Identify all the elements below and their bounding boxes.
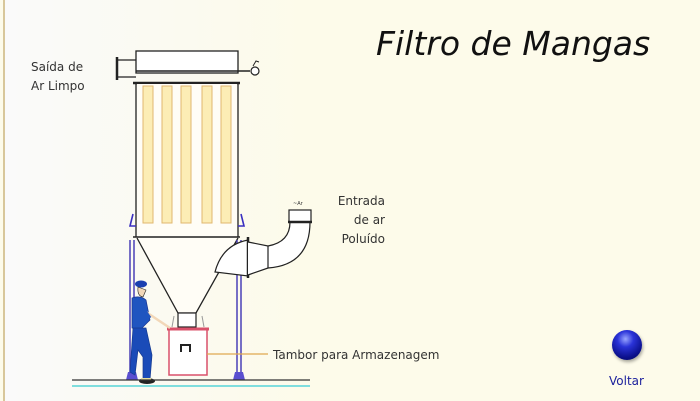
- hopper: [133, 236, 240, 328]
- label-clean-air-outlet: Saída de Ar Limpo: [31, 60, 85, 93]
- label-polluted-air-inlet: Entrada de ar Poluído: [337, 194, 385, 246]
- back-button-label[interactable]: Voltar: [609, 374, 644, 388]
- clean-air-plenum: [115, 50, 260, 85]
- filter-bags: [142, 85, 232, 224]
- inlet-duct: ~Ar: [214, 201, 312, 278]
- worker-figure: [129, 280, 171, 384]
- svg-text:~Ar: ~Ar: [293, 201, 304, 207]
- label-storage-drum: Tambor para Armazenagem: [273, 348, 440, 362]
- back-button[interactable]: [612, 330, 642, 360]
- page-title: Filtro de Mangas: [376, 24, 651, 63]
- left-border: [3, 0, 5, 401]
- storage-drum: [167, 315, 209, 376]
